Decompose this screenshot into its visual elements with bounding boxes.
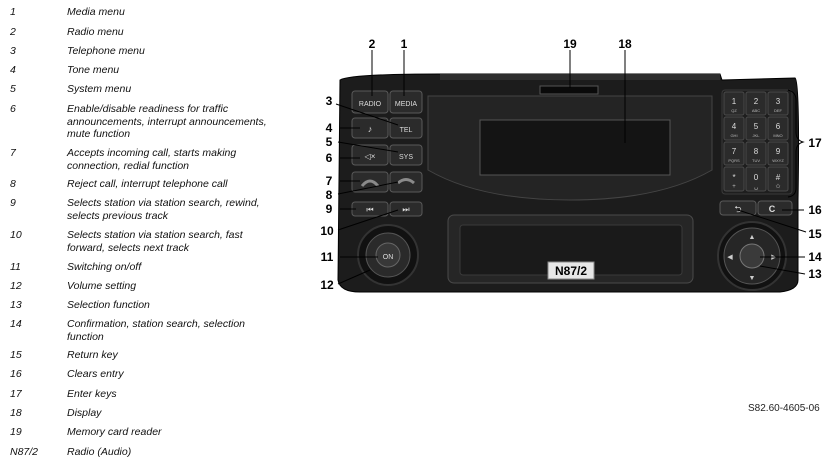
svg-text:#: # (776, 173, 781, 182)
device-label-box (547, 261, 595, 280)
display (479, 119, 671, 176)
keypad-key[interactable]: 0␣ (745, 166, 767, 192)
volume-knob[interactable]: ON (357, 224, 419, 286)
svg-text:+: + (732, 184, 736, 190)
accept-call-button[interactable] (351, 171, 389, 193)
arrow-up-icon: ▲ (749, 234, 756, 241)
memory-card-slot (539, 85, 599, 95)
svg-text:3: 3 (776, 97, 781, 106)
svg-text:MNO: MNO (773, 133, 782, 138)
media-button[interactable]: MEDIA (389, 90, 423, 114)
radio-diagram: N87/2 RADIO MEDIA ♪ TEL ◁× SYS ⏮ ⏭ (320, 37, 822, 293)
callout-8: 8 (326, 188, 333, 202)
svg-text:1: 1 (732, 97, 737, 106)
traffic-mute-button[interactable]: ◁× (351, 144, 389, 166)
svg-text:JKL: JKL (753, 133, 761, 138)
svg-text:SYS: SYS (399, 154, 413, 161)
svg-text:QZ: QZ (731, 108, 737, 113)
svg-text:RADIO: RADIO (359, 101, 382, 108)
callout-19: 19 (563, 37, 577, 51)
svg-text:9: 9 (776, 147, 781, 156)
next-track-button[interactable]: ⏭ (389, 201, 423, 217)
svg-text:TEL: TEL (400, 127, 413, 134)
arrow-left-icon: ◀ (727, 254, 733, 261)
svg-text:GHI: GHI (730, 133, 737, 138)
arrow-down-icon: ▼ (749, 275, 756, 282)
device-label: N87/2 (555, 264, 587, 278)
sys-button[interactable]: SYS (389, 144, 423, 166)
svg-text:PQRS: PQRS (728, 158, 740, 163)
callout-11: 11 (321, 250, 334, 264)
callout-7: 7 (326, 174, 333, 188)
mute-icon: ◁× (364, 152, 376, 161)
return-icon: ⮌ (734, 204, 741, 214)
callout-9: 9 (326, 202, 333, 216)
callout-lines (335, 50, 807, 285)
keypad-key[interactable]: #✩ (767, 166, 789, 192)
svg-text:C: C (769, 204, 776, 214)
radio-button[interactable]: RADIO (351, 90, 389, 114)
callout-13: 13 (808, 267, 822, 281)
svg-text:7: 7 (732, 147, 737, 156)
clear-button[interactable]: C (757, 200, 793, 216)
phone-accept-icon (360, 179, 380, 187)
keypad-key[interactable]: *+ (723, 166, 745, 192)
top-edge (440, 74, 720, 80)
previous-track-button[interactable]: ⏮ (351, 201, 389, 217)
svg-text:␣: ␣ (754, 184, 758, 190)
callout-15: 15 (808, 227, 822, 241)
confirm-button[interactable] (739, 243, 765, 269)
on-label: ON (383, 254, 394, 261)
reject-call-button[interactable] (389, 171, 423, 193)
callout-2: 2 (369, 37, 376, 51)
return-button[interactable]: ⮌ (719, 200, 757, 216)
svg-text:ABC: ABC (752, 108, 760, 113)
callout-10: 10 (320, 224, 334, 238)
callout-5: 5 (326, 135, 333, 149)
callout-14: 14 (808, 250, 822, 264)
svg-text:MEDIA: MEDIA (395, 101, 418, 108)
forward-icon: ⏭ (402, 205, 409, 214)
callout-1: 1 (401, 37, 408, 51)
reference-code: S82.60-4605-06 (748, 403, 820, 414)
callout-17: 17 (808, 136, 822, 150)
svg-text:WXYZ: WXYZ (772, 158, 784, 163)
svg-text:6: 6 (776, 122, 781, 131)
tone-icon: ♪ (368, 124, 373, 134)
svg-text:0: 0 (754, 173, 759, 182)
callout-labels: 1 2 3 4 5 6 7 8 9 10 11 12 13 14 15 16 1… (320, 37, 822, 292)
svg-text:2: 2 (754, 97, 759, 106)
tel-button[interactable]: TEL (389, 117, 423, 139)
svg-text:DEF: DEF (774, 108, 783, 113)
svg-text:5: 5 (754, 122, 759, 131)
callout-6: 6 (326, 151, 333, 165)
svg-text:8: 8 (754, 147, 759, 156)
keypad-key[interactable]: 1QZ (723, 91, 745, 116)
callout-16: 16 (808, 203, 822, 217)
phone-reject-icon (397, 178, 415, 185)
callout-12: 12 (320, 278, 334, 292)
svg-text:TUV: TUV (752, 158, 760, 163)
svg-text:4: 4 (732, 122, 737, 131)
svg-text:*: * (732, 173, 735, 182)
callout-3: 3 (326, 94, 333, 108)
callout-4: 4 (326, 121, 333, 135)
rewind-icon: ⏮ (366, 205, 373, 214)
callout-18: 18 (618, 37, 632, 51)
svg-text:✩: ✩ (775, 183, 780, 190)
